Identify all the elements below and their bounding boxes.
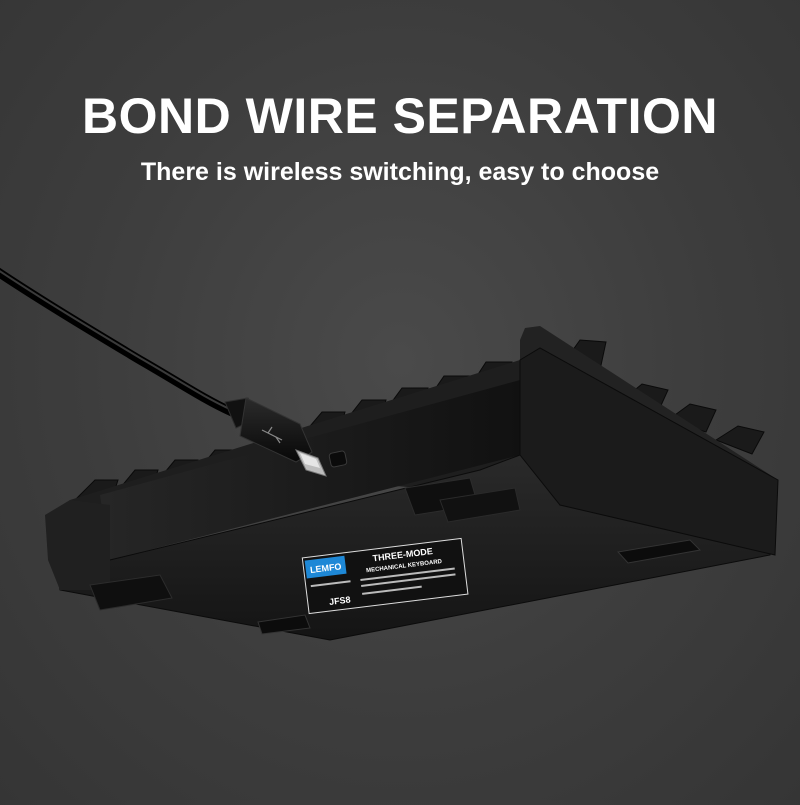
subheadline: There is wireless switching, easy to cho… [140,158,660,186]
label-brand: LEMFO [309,561,341,575]
lock-slot [328,450,348,468]
keyboard-right-end [519,347,779,556]
label-brand-badge [304,555,347,579]
usb-icon [261,426,283,444]
keyboard-feet [89,477,702,635]
headline: BOND WIRE SEPARATION [82,88,718,144]
product-label: LEMFO THREE-MODE MECHANICAL KEYBOARD JFS… [301,537,469,615]
keyboard-left-end [45,500,110,590]
usb-cable [0,267,327,477]
label-model: JFS8 [329,594,352,607]
